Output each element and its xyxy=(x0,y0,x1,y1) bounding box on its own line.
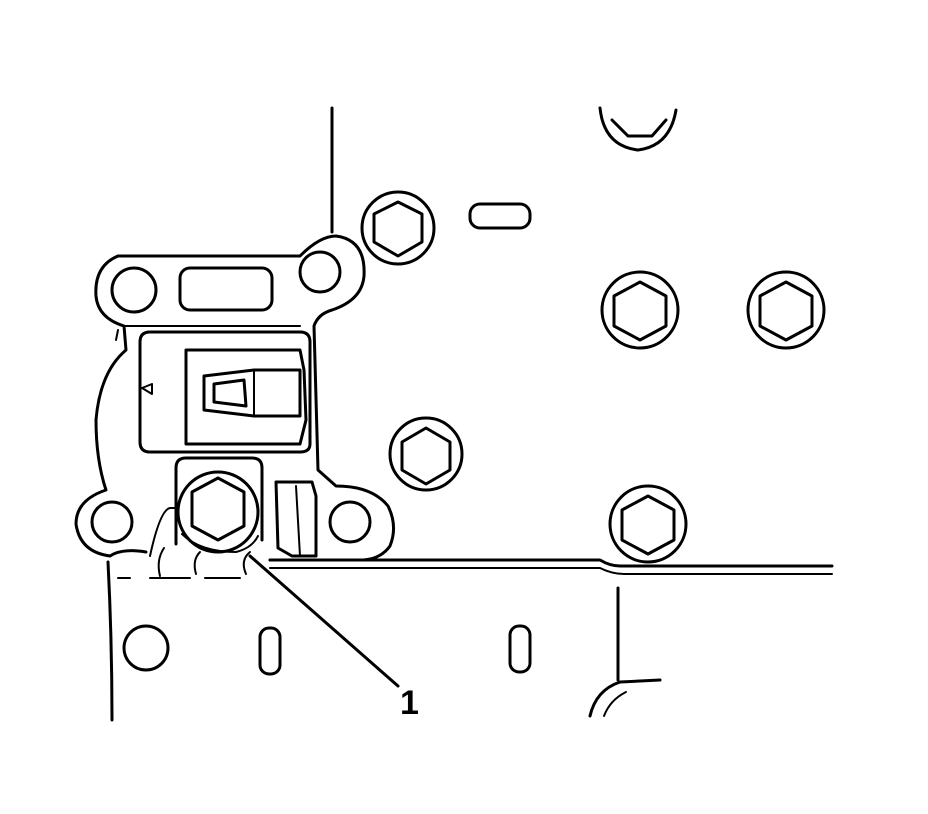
sensor-body xyxy=(138,330,312,454)
bracket-hole-bottom-right xyxy=(328,500,372,544)
bracket-slot xyxy=(178,266,274,312)
lower-flange xyxy=(268,558,834,575)
housing-bolt-1 xyxy=(360,190,436,266)
lower-body xyxy=(106,560,662,722)
bracket-hole-top-left xyxy=(110,266,158,314)
housing-bolt-4 xyxy=(746,270,826,350)
bracket-hole-top-right xyxy=(298,250,342,294)
top-slot xyxy=(468,202,532,230)
bracket-notches xyxy=(149,480,318,577)
sensor-bracket xyxy=(74,234,395,562)
callout-1-leader xyxy=(248,554,400,688)
housing-bolt-3 xyxy=(600,270,680,350)
callout-1-label: 1 xyxy=(400,684,419,722)
sensor-bolt xyxy=(174,456,264,554)
bracket-hole-bottom-left xyxy=(90,500,134,544)
lower-slot-left xyxy=(258,626,282,676)
housing-bolt-6 xyxy=(608,484,688,564)
housing-bolt-2 xyxy=(598,106,678,152)
lower-slot-right xyxy=(508,624,532,674)
housing-bolt-5 xyxy=(388,416,464,492)
lower-hole xyxy=(122,624,170,672)
